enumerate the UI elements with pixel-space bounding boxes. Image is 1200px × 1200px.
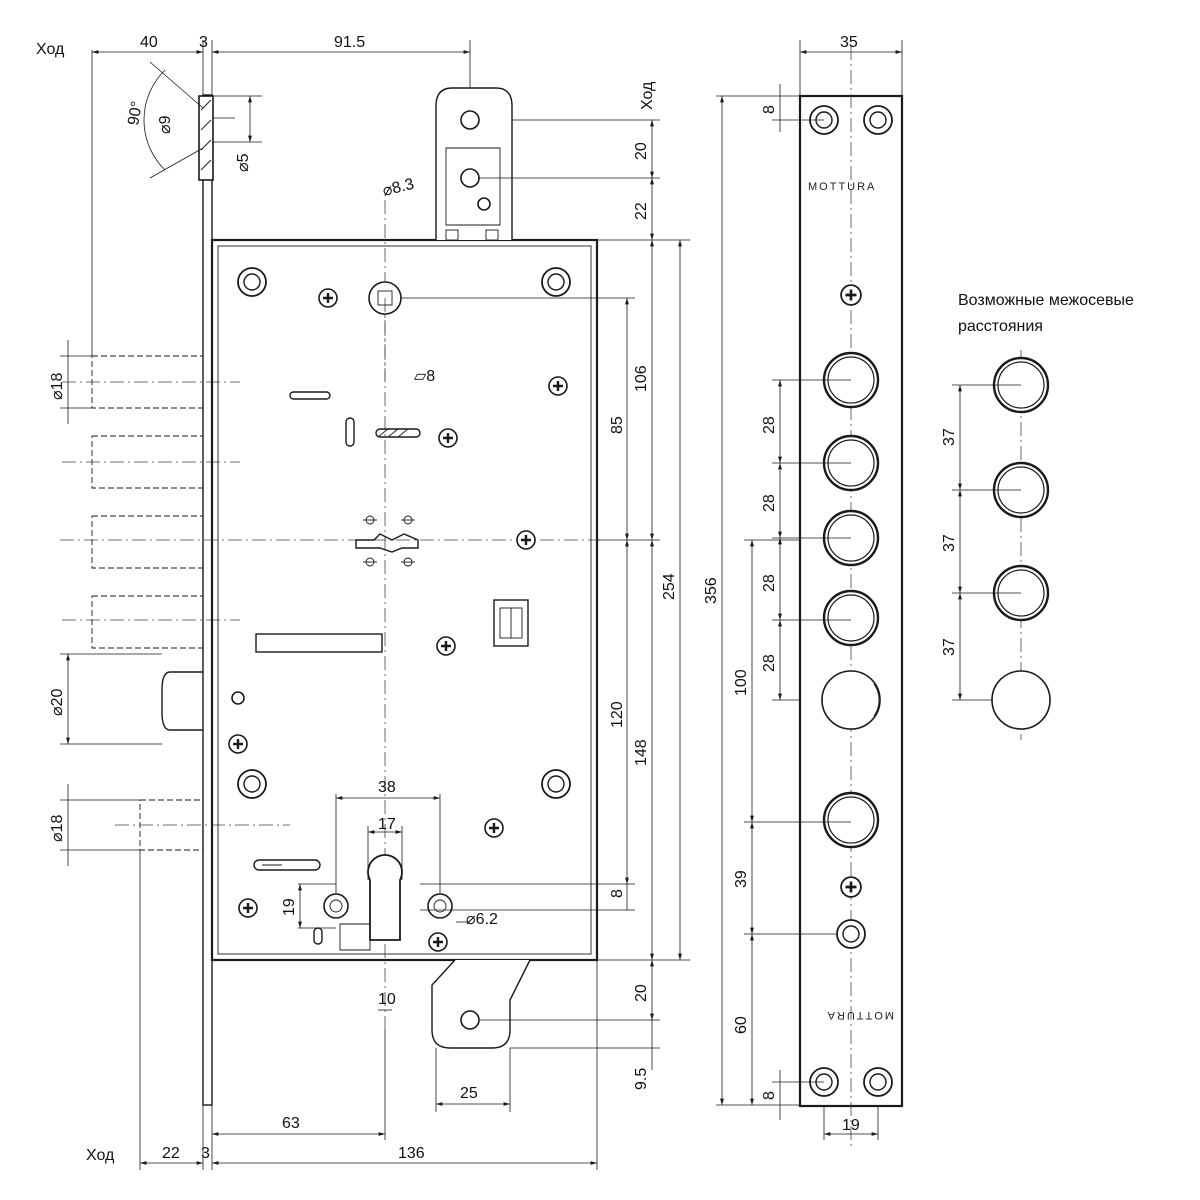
dim-136: 136: [398, 1145, 425, 1162]
travel-label-bottom: Ход: [86, 1147, 115, 1164]
dim-63: 63: [282, 1115, 300, 1132]
dim-d9: ⌀9: [157, 115, 174, 134]
dim-37-c: 37: [941, 638, 958, 656]
dim-angle-90: 90°: [125, 100, 146, 127]
dim-85: 85: [609, 416, 626, 434]
dim-d20: ⌀20: [49, 688, 66, 716]
dim-17: 17: [378, 816, 396, 833]
case-screws: [228, 288, 568, 952]
spacing-note: Возможные межосевые расстояния: [958, 292, 1134, 335]
cylinder-dim-labels: 38 17 19 ⌀6.2 10 25: [281, 779, 498, 1102]
dim-356: 356: [703, 577, 720, 604]
dim-28-a: 28: [761, 416, 778, 434]
dim-22-bottom: 22: [162, 1145, 180, 1162]
left-dim-labels: ⌀18 ⌀20 ⌀18: [49, 372, 66, 842]
dim-28-b: 28: [761, 494, 778, 512]
alternate-spacing-bolts: [952, 350, 1051, 740]
travel-label-cam: Ход: [639, 81, 656, 110]
dim-10: 10: [378, 991, 396, 1008]
dim-40: 40: [140, 34, 158, 51]
dim-8-cylinder: 8: [609, 889, 626, 898]
plate-dims: [744, 40, 903, 1140]
dim-d5: ⌀5: [235, 153, 252, 172]
dim-20-top: 20: [633, 142, 650, 160]
dim-91-5: 91.5: [334, 34, 365, 51]
dim-120: 120: [609, 701, 626, 728]
bottom-cam: [431, 959, 531, 1049]
latch-angle-detail: [143, 61, 262, 179]
dim-37-b: 37: [941, 534, 958, 552]
dim-28-d: 28: [761, 654, 778, 672]
handle-spindle: [368, 281, 402, 382]
deadbolts-side-view: [62, 355, 290, 851]
top-cam: [435, 87, 513, 241]
overall-height-dim: [716, 95, 800, 1106]
dim-19-plate: 19: [842, 1117, 860, 1134]
brand-labels: MOTTURA MOTTURA: [808, 181, 894, 1021]
travel-labels: Ход Ход Ход: [36, 41, 656, 1164]
dim-106: 106: [633, 365, 650, 392]
dim-d8-3: ⌀8.3: [381, 176, 416, 200]
left-diameter-dims: [60, 340, 162, 866]
bottom-dim-labels: 63 22 3 136: [162, 1115, 425, 1162]
plate-dim-labels: 356 35 8 28 28 28 28 100 39 60 8 19: [703, 34, 860, 1134]
lock-case: [60, 200, 600, 1030]
dim-25: 25: [460, 1085, 478, 1102]
top-horizontal-dims: [91, 40, 471, 356]
dim-8-plate-top: 8: [761, 105, 778, 114]
dim-100: 100: [733, 669, 750, 696]
dim-254: 254: [661, 573, 678, 600]
dim-d18-upper: ⌀18: [49, 372, 66, 400]
dim-square-8: ▱8: [414, 368, 435, 385]
dim-8-plate-bottom: 8: [761, 1091, 778, 1100]
top-dim-labels: 40 3 91.5 90° ⌀9 ⌀5 ⌀8.3: [125, 34, 416, 200]
brand-mottura-bottom: MOTTURA: [826, 1009, 894, 1021]
dim-38: 38: [378, 779, 396, 796]
dim-d18-lower: ⌀18: [49, 814, 66, 842]
dim-35: 35: [840, 34, 858, 51]
brand-mottura-top: MOTTURA: [808, 181, 876, 193]
dim-22-top: 22: [633, 202, 650, 220]
dim-39: 39: [733, 870, 750, 888]
case-vertical-dims: [400, 119, 690, 1070]
dim-37-a: 37: [941, 428, 958, 446]
dim-60: 60: [733, 1016, 750, 1034]
travel-label-top-left: Ход: [36, 41, 65, 58]
dim-d6-2: ⌀6.2: [466, 911, 498, 928]
dim-9-5: 9.5: [633, 1068, 650, 1090]
cylinder-dims: [298, 794, 468, 1011]
bolt-face-plate: [798, 46, 904, 1150]
dim-20-bottom: 20: [633, 984, 650, 1002]
case-internal-parts: [231, 391, 529, 871]
dim-28-c: 28: [761, 574, 778, 592]
bottom-horizontal-dims: [139, 850, 598, 1170]
spacing-dim-labels: 37 37 37: [941, 428, 958, 656]
dim-19-cyl: 19: [281, 898, 298, 916]
dim-3-bottom: 3: [201, 1145, 210, 1162]
dim-148: 148: [633, 739, 650, 766]
dim-3-top: 3: [199, 34, 208, 51]
case-dim-labels: 20 22 ▱8 106 85 254 120 148 8 20 9.5: [414, 142, 678, 1090]
